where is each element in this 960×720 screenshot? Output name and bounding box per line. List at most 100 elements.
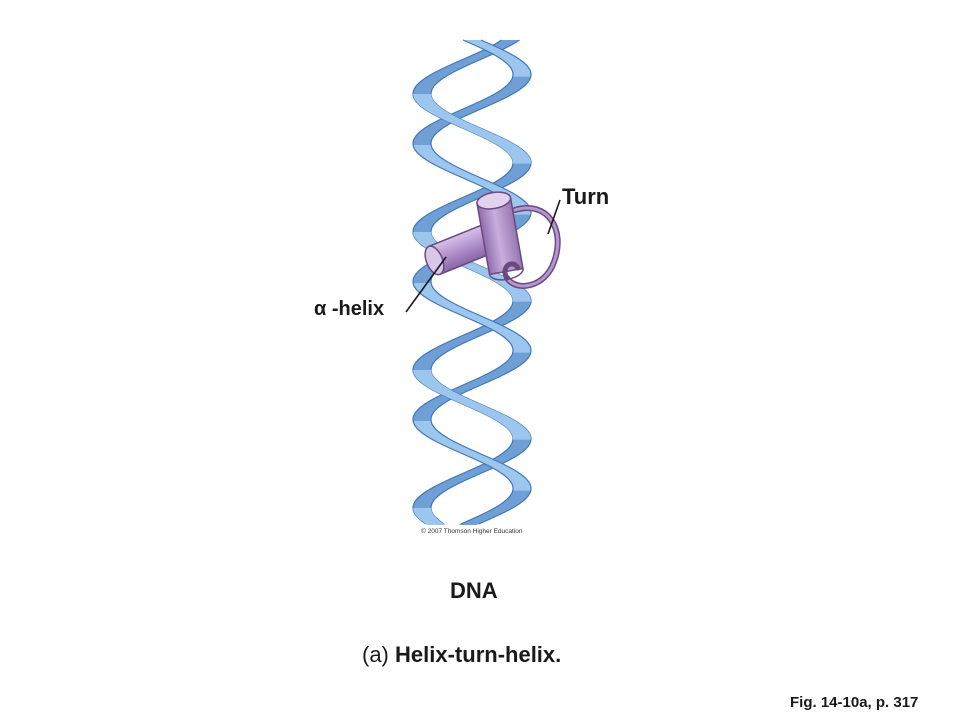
- dna-ribbon-segment: [507, 340, 529, 344]
- dna-ribbon-segment: [413, 370, 432, 374]
- dna-ribbon-segment: [512, 298, 531, 302]
- dna-ribbon-segment: [419, 217, 442, 221]
- dna-ribbon-segment: [507, 64, 529, 68]
- dna-ribbon-segment: [458, 523, 481, 525]
- dna-ribbon-segment: [503, 61, 526, 65]
- dna-ribbon-segment: [495, 316, 520, 320]
- dna-ribbon-segment: [413, 277, 432, 281]
- dna-ribbon-segment: [500, 313, 524, 317]
- dna-ribbon-segment: [453, 400, 480, 404]
- dna-ribbon-segment: [419, 79, 442, 83]
- dna-ribbon-segment: [420, 106, 444, 110]
- dna-ribbon-segment: [413, 94, 432, 98]
- dna-ribbon-segment: [492, 418, 517, 422]
- dna-ribbon-segment: [413, 142, 432, 146]
- dna-ribbon-segment: [424, 385, 449, 389]
- dna-ribbon-segment: [413, 232, 432, 236]
- dna-ribbon-segment: [422, 157, 446, 161]
- dna-ribbon-segment: [512, 70, 531, 74]
- dna-ribbon-segment: [418, 406, 441, 410]
- dna-ribbon-segment: [512, 73, 531, 77]
- dna-ribbon-segment: [502, 424, 525, 428]
- dna-ribbon-segment: [460, 403, 487, 407]
- dna-ribbon-segment: [413, 367, 432, 371]
- dna-ribbon-segment: [415, 427, 438, 431]
- dna-ribbon-segment: [414, 148, 435, 152]
- dna-ribbon-segment: [512, 346, 531, 350]
- dna-ribbon-segment: [512, 163, 531, 167]
- dna-ribbon-segment: [508, 445, 529, 449]
- dna-ribbon-segment: [512, 487, 531, 491]
- dna-label: DNA: [450, 578, 498, 603]
- caption-text: Helix-turn-helix.: [395, 642, 562, 667]
- dna-ribbon-segment: [503, 361, 526, 365]
- dna-ribbon-segment: [420, 382, 444, 386]
- dna-double-helix: [412, 39, 532, 525]
- dna-ribbon-segment: [511, 352, 531, 356]
- dna-ribbon-segment: [413, 226, 433, 230]
- dna-ribbon-segment: [512, 436, 531, 440]
- dna-ribbon-segment: [434, 391, 460, 395]
- dna-ribbon-segment: [425, 124, 450, 128]
- dna-ribbon-segment: [512, 349, 531, 353]
- dna-ribbon-segment: [440, 118, 466, 122]
- dna-ribbon-segment: [511, 76, 531, 80]
- dna-ribbon-segment: [498, 364, 522, 368]
- dna-ribbon-segment: [510, 67, 531, 71]
- dna-ribbon-segment: [466, 268, 493, 272]
- dna-ribbon-segment: [426, 436, 451, 440]
- dna-ribbon-segment: [493, 367, 518, 371]
- dna-ribbon-segment: [414, 499, 435, 503]
- dna-ribbon-segment: [413, 511, 434, 515]
- dna-ribbon-segment: [494, 331, 519, 335]
- dna-ribbon-segment: [509, 292, 530, 296]
- dna-ribbon-segment: [512, 439, 531, 443]
- dna-ribbon-segment: [415, 271, 437, 275]
- dna-ribbon-segment: [423, 214, 447, 218]
- dna-ribbon-segment: [500, 175, 524, 179]
- dna-ribbon-segment: [499, 334, 523, 338]
- dna-ribbon-segment: [510, 481, 531, 485]
- dna-ribbon-segment: [418, 154, 441, 158]
- dna-ribbon-segment: [510, 304, 531, 308]
- dna-ribbon-segment: [509, 79, 530, 83]
- dna-ribbon-segment: [466, 406, 493, 410]
- turn-loop-end: [502, 261, 521, 281]
- dna-ribbon-segment: [495, 40, 520, 44]
- copyright-notice: © 2007 Thomson Higher Education: [421, 528, 523, 535]
- dna-ribbon-segment: [421, 403, 445, 407]
- dna-ribbon-segment: [493, 91, 518, 95]
- dna-ribbon-segment: [421, 127, 445, 131]
- dna-ribbon-segment: [414, 361, 435, 365]
- dna-ribbon-segment: [415, 100, 436, 104]
- dna-ribbon-segment: [423, 352, 447, 356]
- dna-ribbon-segment: [504, 448, 527, 452]
- dna-ribbon-segment: [508, 169, 529, 173]
- dna-ribbon-segment: [413, 235, 434, 239]
- dna-ribbon-segment: [480, 412, 506, 416]
- turn-label: Turn: [562, 184, 610, 209]
- dna-ribbon-segment: [413, 139, 432, 143]
- dna-ribbon-segment: [413, 508, 432, 512]
- dna-ribbon-segment: [490, 43, 515, 47]
- dna-ribbon-segment: [498, 88, 522, 92]
- dna-ribbon-segment: [416, 358, 439, 362]
- dna-ribbon-segment: [413, 373, 434, 377]
- dna-ribbon-segment: [511, 433, 531, 437]
- dna-ribbon-segment: [418, 130, 441, 134]
- dna-ribbon-segment: [422, 433, 446, 437]
- dna-ribbon-segment: [413, 505, 432, 509]
- dna-ribbon-segment: [486, 139, 512, 143]
- dna-ribbon-segment: [510, 343, 531, 347]
- dna-ribbon-segment: [511, 157, 531, 161]
- dna-ribbon-segment: [493, 505, 518, 509]
- dna-ribbon-segment: [473, 409, 500, 413]
- dna-ribbon-segment: [486, 415, 512, 419]
- dna-ribbon-segment: [423, 490, 447, 494]
- dna-ribbon-segment: [419, 493, 442, 497]
- dna-ribbon-segment: [492, 142, 517, 146]
- dna-ribbon-segment: [416, 496, 439, 500]
- alpha-helix-label: α -helix: [314, 298, 385, 320]
- dna-ribbon-segment: [505, 151, 528, 155]
- dna-ribbon-segment: [507, 202, 529, 206]
